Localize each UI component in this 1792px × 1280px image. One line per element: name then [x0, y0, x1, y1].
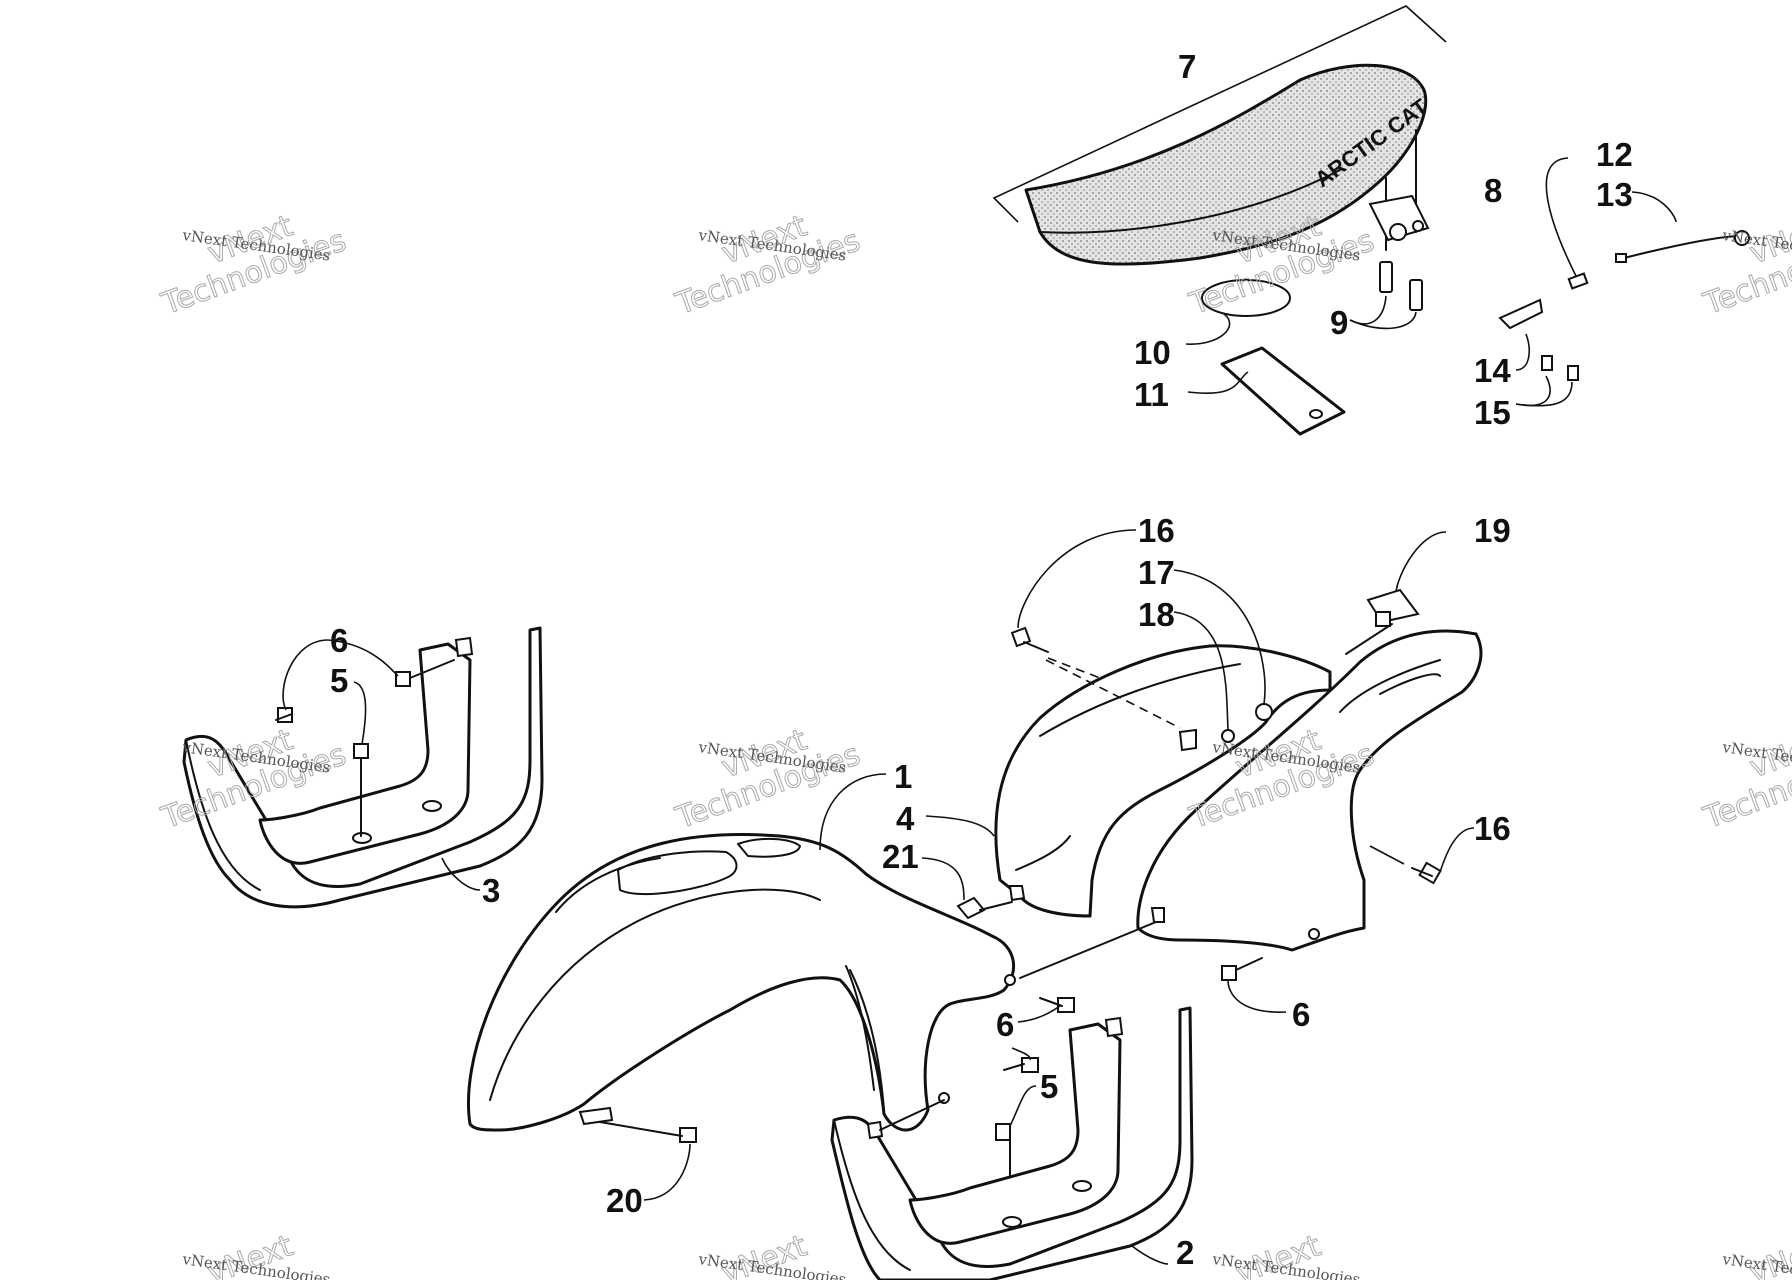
seat-latch-part: [1498, 157, 1750, 407]
left-footwell-part: [182, 626, 544, 909]
rear-fender-part: [925, 644, 1332, 918]
callout-12: 12: [1596, 136, 1633, 173]
callout-15: 15: [1474, 394, 1511, 431]
callout-8: 8: [1484, 172, 1502, 209]
seat-part: ARCTIC CAT: [992, 5, 1447, 266]
callout-labels: 7 8 9 10 11 12 13 14 15 16 17 18 19 16 6…: [330, 48, 1633, 1271]
callout-5-right: 5: [1040, 1068, 1058, 1105]
callout-16-right: 16: [1474, 810, 1511, 847]
callout-6-mid: 6: [996, 1006, 1014, 1043]
callout-18: 18: [1138, 596, 1175, 633]
callout-4: 4: [896, 800, 915, 837]
callout-1: 1: [894, 758, 912, 795]
callout-16-top: 16: [1138, 512, 1175, 549]
callout-6-right: 6: [1292, 996, 1310, 1033]
side-fender-part: [1136, 629, 1483, 952]
callout-13: 13: [1596, 176, 1633, 213]
rear-fender-hardware: [1010, 529, 1475, 885]
seat-oring-part: [1185, 279, 1291, 345]
callout-3: 3: [482, 872, 500, 909]
callout-21: 21: [882, 838, 919, 875]
seat-bracket-part: [1349, 129, 1430, 330]
callout-11: 11: [1134, 376, 1169, 413]
front-fender-hardware: [599, 857, 1287, 1211]
watermark-8: vNext Technologies: [1698, 722, 1792, 837]
watermark-4: vNext Technologies: [1698, 208, 1792, 323]
front-fender-part: [466, 773, 1016, 1132]
callout-20: 20: [606, 1182, 643, 1219]
callout-17: 17: [1138, 554, 1175, 591]
right-footwell-part: [830, 1006, 1194, 1280]
callout-14: 14: [1474, 352, 1511, 389]
callout-6-left: 6: [330, 622, 348, 659]
callout-19: 19: [1474, 512, 1511, 549]
callout-7: 7: [1178, 48, 1196, 85]
seat-pad-part: [1187, 346, 1346, 436]
callout-9: 9: [1330, 304, 1348, 341]
callout-2: 2: [1176, 1234, 1194, 1271]
callout-10: 10: [1134, 334, 1171, 371]
callout-5-left: 5: [330, 662, 348, 699]
